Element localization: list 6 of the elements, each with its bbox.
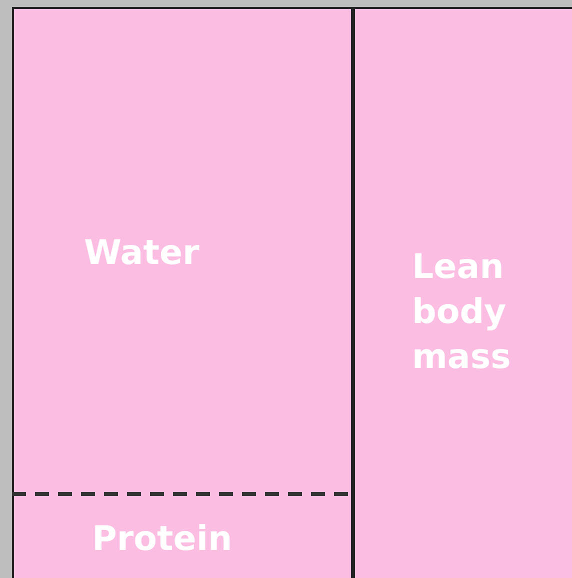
- region-label: Lean body mass: [412, 246, 512, 379]
- region-label: Protein: [92, 518, 234, 561]
- region-box: [12, 494, 353, 578]
- region-box: [353, 7, 572, 578]
- region-label: Water: [84, 232, 200, 275]
- region-box: [12, 7, 353, 494]
